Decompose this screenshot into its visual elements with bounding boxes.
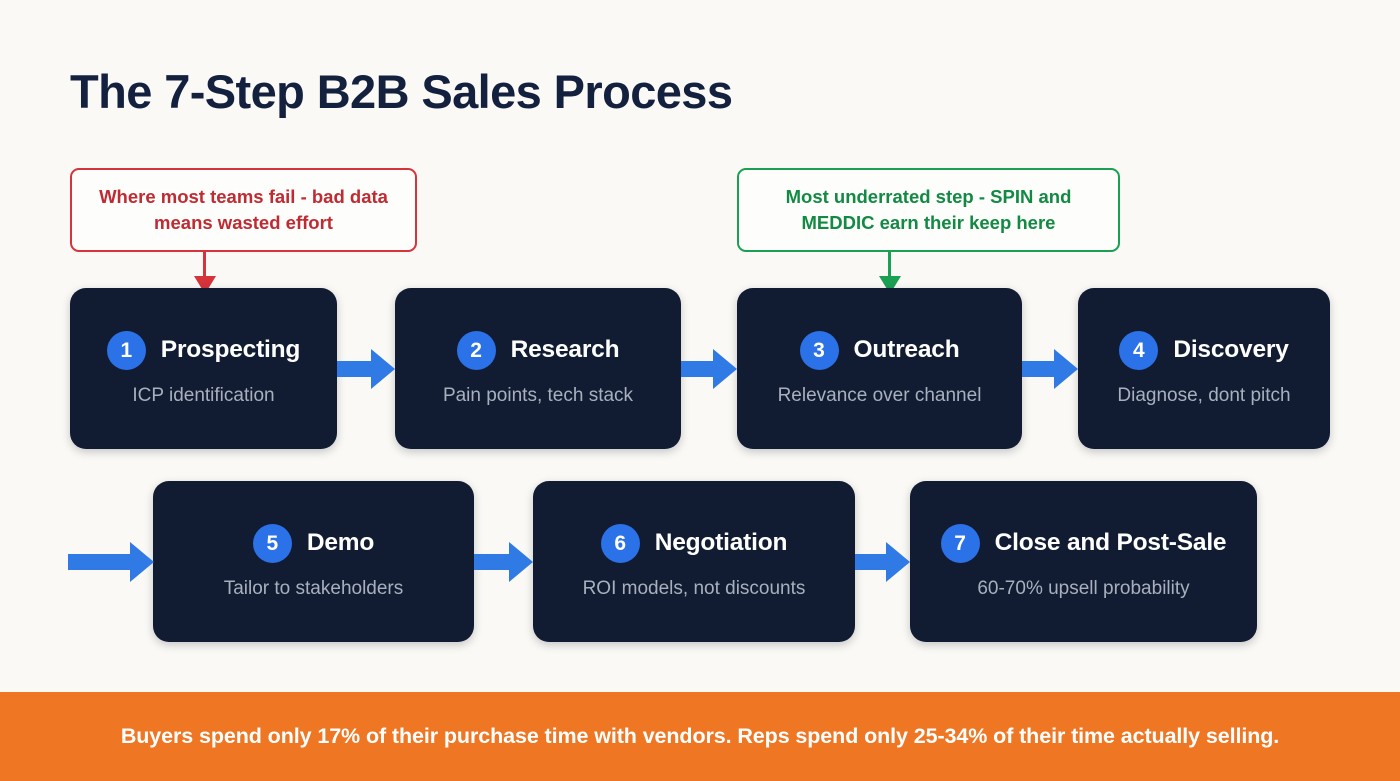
step-title: Discovery [1173,336,1289,363]
arrow-head-right-icon [1054,349,1078,389]
arrow-head-right-icon [130,542,154,582]
step-subtitle: ICP identification [132,384,275,406]
arrow-stem [888,252,892,278]
arrow-bar [1022,361,1056,377]
callout-outreach-praise: Most underrated step - SPIN and MEDDIC e… [737,168,1120,252]
flow-arrow-3-to-4 [1022,349,1078,389]
step-header: 7 Close and Post-Sale [940,523,1227,563]
arrow-bar [855,554,888,570]
arrow-head-right-icon [371,349,395,389]
arrow-bar [337,361,373,377]
page-title: The 7-Step B2B Sales Process [70,65,733,118]
arrow-head-right-icon [509,542,533,582]
step-subtitle: Relevance over channel [777,384,982,406]
arrow-bar [681,361,715,377]
step-header: 4 Discovery [1119,330,1289,370]
step-title: Negotiation [654,529,788,556]
step-title: Demo [306,529,375,556]
step-header: 2 Research [456,330,620,370]
flow-arrow-4-to-5 [68,542,154,582]
step-number-badge: 7 [940,523,980,563]
callout-prospecting-warning: Where most teams fail - bad data means w… [70,168,417,252]
arrow-head-right-icon [713,349,737,389]
flow-arrow-5-to-6 [474,542,533,582]
step-card-6[interactable]: 6 Negotiation ROI models, not discounts [533,481,855,642]
step-subtitle: Tailor to stakeholders [223,577,404,599]
footer-stat-banner: Buyers spend only 17% of their purchase … [0,692,1400,781]
arrow-bar [474,554,511,570]
footer-stat-text: Buyers spend only 17% of their purchase … [120,724,1280,748]
arrow-bar [68,554,132,570]
step-card-2[interactable]: 2 Research Pain points, tech stack [395,288,681,449]
step-number-badge: 4 [1119,330,1159,370]
flow-arrow-2-to-3 [681,349,737,389]
step-subtitle: Diagnose, dont pitch [1117,384,1291,406]
step-card-4[interactable]: 4 Discovery Diagnose, dont pitch [1078,288,1330,449]
step-title: Close and Post-Sale [994,529,1227,556]
step-subtitle: 60-70% upsell probability [977,577,1190,599]
step-card-7[interactable]: 7 Close and Post-Sale 60-70% upsell prob… [910,481,1257,642]
step-card-1[interactable]: 1 Prospecting ICP identification [70,288,337,449]
flow-arrow-1-to-2 [337,349,395,389]
step-subtitle: Pain points, tech stack [442,384,634,406]
step-header: 5 Demo [252,523,375,563]
step-card-3[interactable]: 3 Outreach Relevance over channel [737,288,1022,449]
step-subtitle: ROI models, not discounts [582,577,806,599]
step-number-badge: 6 [600,523,640,563]
step-number-badge: 3 [799,330,839,370]
step-header: 6 Negotiation [600,523,788,563]
step-header: 1 Prospecting [106,330,301,370]
callout-text: Most underrated step - SPIN and MEDDIC e… [785,185,1072,233]
flow-arrow-6-to-7 [855,542,910,582]
step-number-badge: 1 [106,330,146,370]
callout-text: Where most teams fail - bad data means w… [99,185,388,233]
step-number-badge: 2 [456,330,496,370]
step-title: Research [510,336,620,363]
step-number-badge: 5 [252,523,292,563]
step-header: 3 Outreach [799,330,960,370]
arrow-stem [203,252,207,278]
step-title: Outreach [853,336,960,363]
step-title: Prospecting [160,336,301,363]
step-card-5[interactable]: 5 Demo Tailor to stakeholders [153,481,474,642]
arrow-head-right-icon [886,542,910,582]
